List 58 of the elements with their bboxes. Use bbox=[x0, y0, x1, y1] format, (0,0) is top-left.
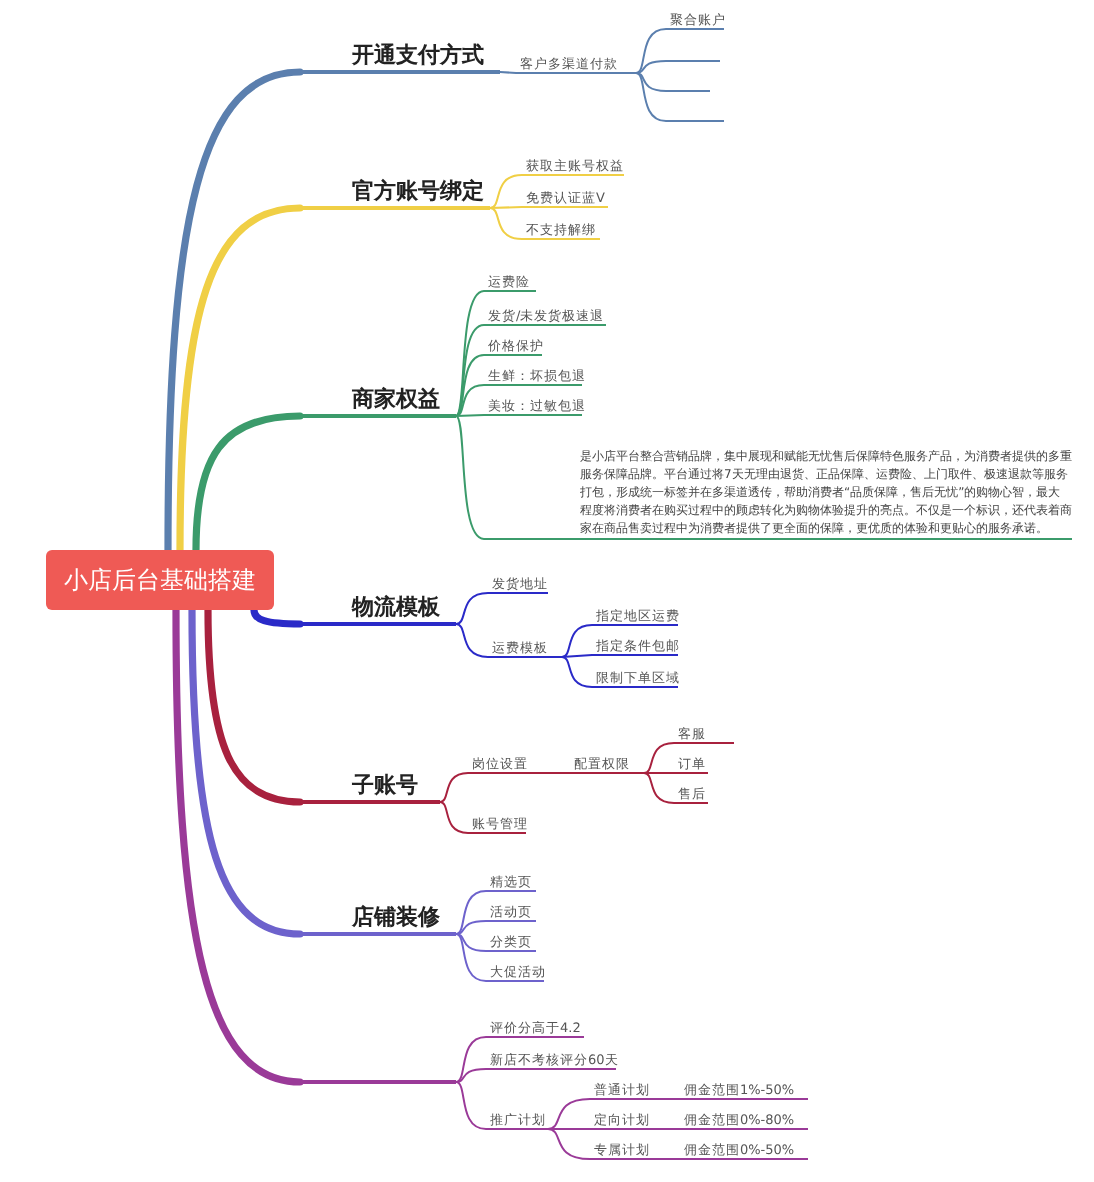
branch-line bbox=[455, 1068, 487, 1083]
branch-line bbox=[176, 204, 304, 554]
branch-line bbox=[455, 623, 489, 658]
main-topic: 店铺装修 bbox=[300, 904, 456, 936]
branch-line bbox=[567, 538, 577, 540]
branch-line bbox=[455, 414, 485, 417]
topic-line bbox=[300, 1080, 456, 1084]
branch-line bbox=[561, 624, 593, 658]
branch-line bbox=[489, 207, 523, 240]
topic-line bbox=[484, 538, 568, 540]
branch-line bbox=[455, 933, 487, 952]
branch-line bbox=[204, 606, 304, 806]
main-topic: 商家权益 bbox=[300, 386, 456, 418]
branch-line bbox=[188, 606, 304, 938]
branch-line bbox=[669, 1158, 681, 1160]
main-topic: 官方账号绑定 bbox=[300, 178, 490, 210]
branch-line bbox=[561, 654, 593, 658]
branch-line bbox=[499, 71, 517, 74]
branch-line bbox=[455, 592, 489, 625]
branch-line bbox=[455, 354, 485, 417]
branch-line bbox=[164, 68, 304, 554]
branch-line bbox=[455, 415, 485, 540]
branch-line bbox=[455, 324, 485, 417]
branch-line bbox=[547, 1098, 591, 1130]
branch-line bbox=[643, 772, 675, 804]
branch-line bbox=[547, 1128, 591, 1130]
branch-line bbox=[669, 1128, 681, 1130]
branch-line bbox=[455, 290, 485, 417]
branch-line bbox=[635, 72, 667, 122]
branch-line bbox=[192, 412, 304, 554]
branch-line bbox=[455, 890, 487, 935]
branch-line bbox=[439, 801, 469, 834]
main-topic: 开通支付方式 bbox=[300, 42, 500, 74]
branch-line bbox=[455, 933, 487, 982]
branch-line bbox=[455, 384, 485, 417]
branch-line bbox=[489, 174, 523, 209]
branch-line bbox=[455, 1081, 487, 1130]
branch-line bbox=[561, 656, 593, 688]
branch-line bbox=[643, 742, 675, 774]
main-topic: 子账号 bbox=[300, 772, 440, 804]
branch-line bbox=[669, 1098, 681, 1100]
branch-line bbox=[547, 1128, 591, 1160]
branch-line bbox=[455, 1036, 487, 1083]
branch-line bbox=[559, 772, 571, 774]
branch-line bbox=[489, 206, 523, 209]
topic-line bbox=[666, 90, 710, 92]
topic-line bbox=[666, 60, 720, 62]
branch-line bbox=[439, 772, 469, 803]
branch-line bbox=[635, 72, 667, 92]
topic-line bbox=[666, 120, 724, 122]
branch-line bbox=[250, 606, 304, 628]
root-topic-box: 小店后台基础搭建 bbox=[46, 550, 274, 610]
branch-line bbox=[635, 60, 667, 74]
main-topic: 物流模板 bbox=[300, 594, 456, 626]
branch-line bbox=[455, 920, 487, 935]
branch-line bbox=[172, 606, 304, 1086]
branch-line bbox=[635, 28, 667, 74]
branch-line bbox=[643, 772, 675, 774]
